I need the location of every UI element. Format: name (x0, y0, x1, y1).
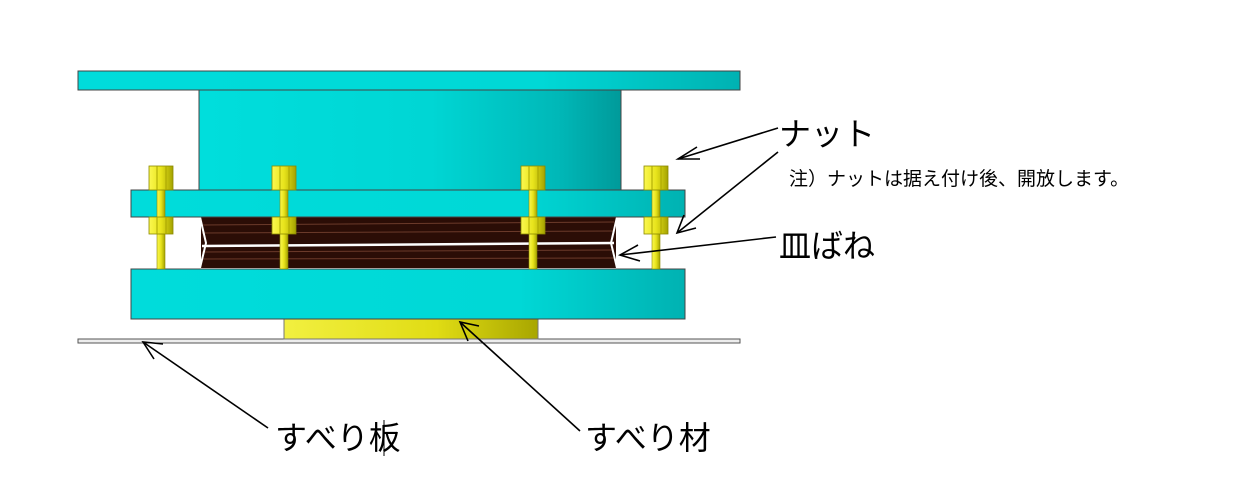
lower-plate (130, 268, 686, 320)
slide-material (283, 317, 539, 340)
middle-plate (130, 189, 686, 218)
arrow-nut-upper (675, 127, 779, 160)
label-note: 注）ナットは据え付け後、開放します。 (789, 168, 1130, 190)
label-nut: ナット (779, 115, 876, 153)
arrow-slide-material (458, 320, 581, 432)
arrow-slide-plate (141, 341, 269, 429)
top-plate (77, 70, 741, 91)
bolt-3 (520, 165, 546, 270)
label-disc-spring: 皿ばね (779, 227, 876, 265)
disc-spring-stack (199, 216, 618, 269)
arrow-nut-lower (675, 151, 779, 235)
cylinder-body (198, 89, 622, 191)
bolt-4 (643, 165, 669, 270)
label-slide-material: すべり材 (585, 419, 711, 457)
arrow-head (675, 146, 700, 160)
bolt-1 (148, 165, 174, 270)
arrow-disc-spring (617, 236, 777, 262)
slide-plate (77, 338, 741, 344)
label-slide-plate: すべり板 (275, 419, 401, 457)
arrow-head (617, 244, 641, 262)
bolt-2 (271, 165, 297, 270)
arrow-head (141, 341, 164, 360)
arrow-head (675, 214, 697, 235)
arrow-head (458, 320, 480, 342)
